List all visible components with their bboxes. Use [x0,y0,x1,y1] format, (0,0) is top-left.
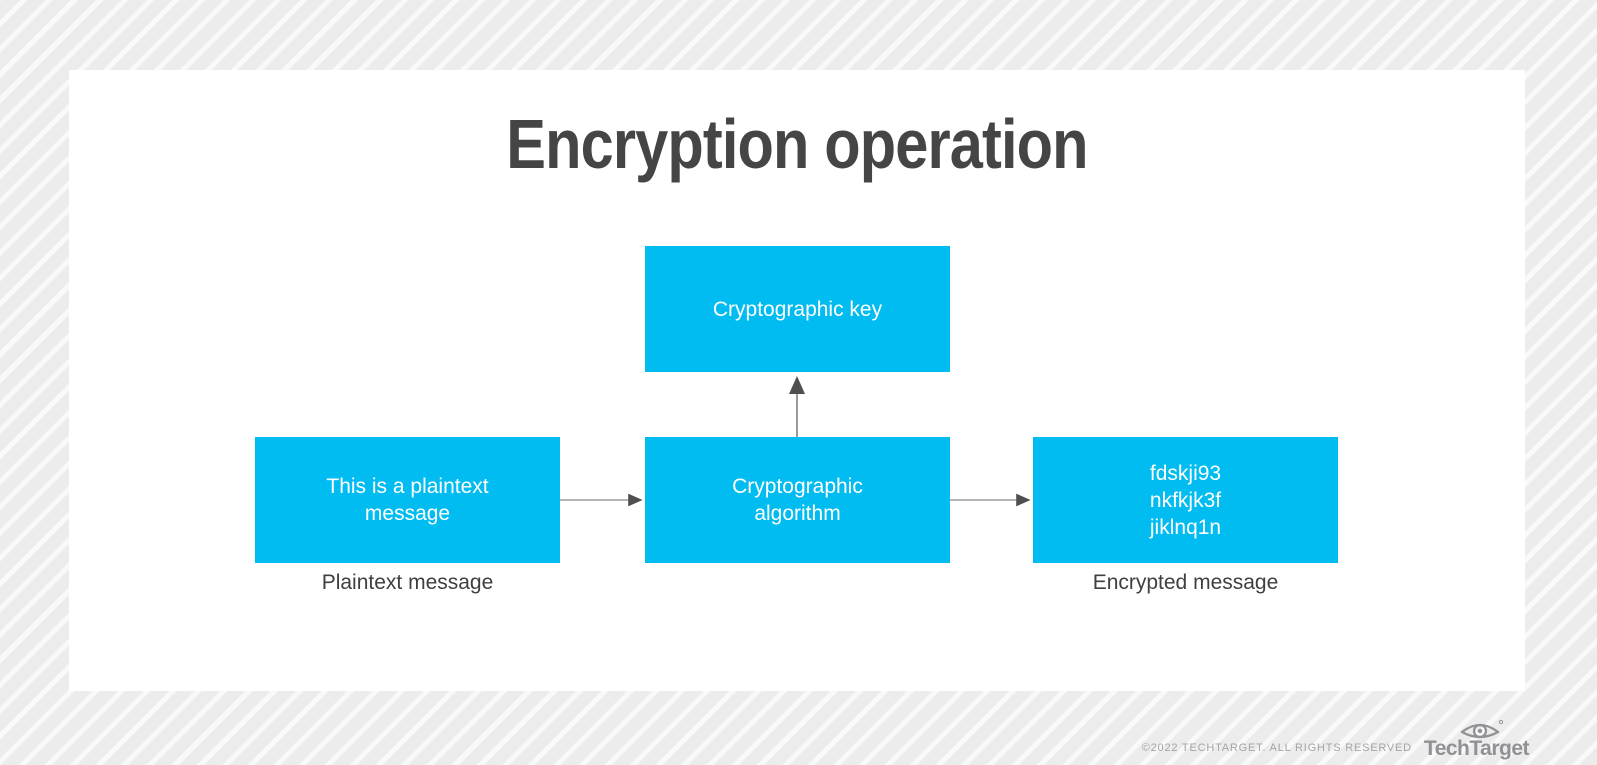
box-text-line: fdskji93 [1149,461,1222,485]
encrypted-caption: Encrypted message [1092,571,1279,594]
techtarget-wordmark: TechTarget [1423,737,1530,760]
box-text-line: Cryptographic key [712,297,883,321]
box-text-line: nkfkjk3f [1149,488,1222,512]
cryptographic-key-box: Cryptographic key [645,246,950,372]
encrypted-message-box: fdskji93 nkfkjk3f jiklnq1n [1033,437,1338,563]
box-text-line: jiklnq1n [1149,515,1222,539]
techtarget-eye-icon [1461,719,1504,739]
techtarget-logo: TechTarget [1423,717,1530,760]
box-text-line: Cryptographic [732,475,863,498]
plaintext-message-box: This is a plaintext message [255,437,560,563]
box-text-line: message [364,502,451,525]
footer: ©2022 TECHTARGET. ALL RIGHTS RESERVED Te… [1141,717,1530,760]
box-text-line: algorithm [754,502,841,525]
page-title: Encryption operation [506,105,1088,183]
plaintext-caption: Plaintext message [321,571,494,594]
title-container: Encryption operation [69,104,1525,184]
box-text-line: This is a plaintext [326,475,489,498]
cryptographic-algorithm-box: Cryptographic algorithm [645,437,950,563]
copyright-text: ©2022 TECHTARGET. ALL RIGHTS RESERVED [1141,742,1412,754]
